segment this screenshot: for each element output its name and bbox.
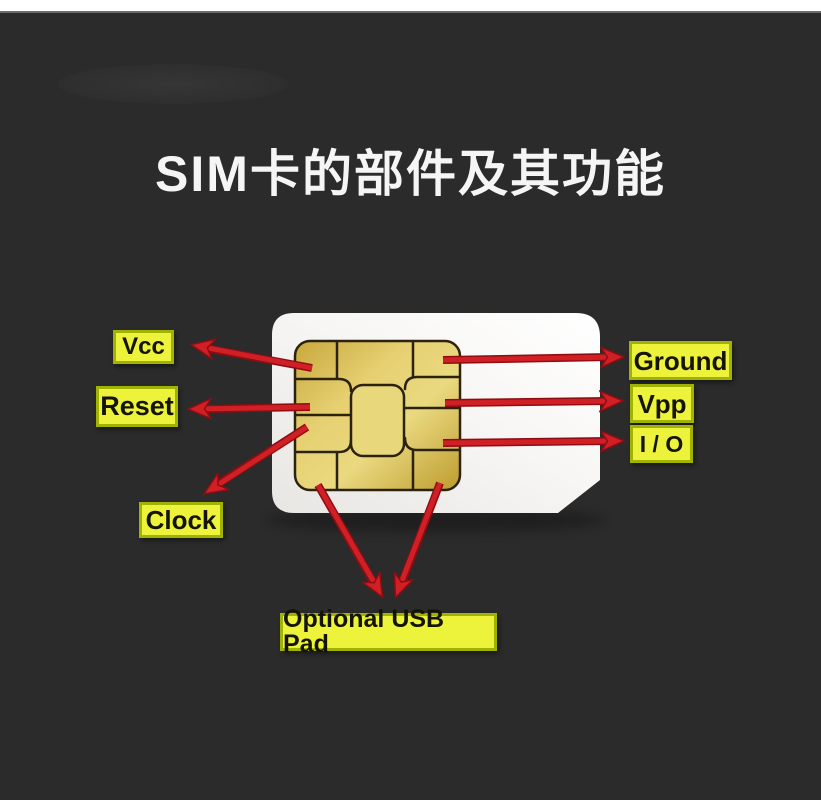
page-title: SIM卡的部件及其功能 [155, 146, 666, 202]
arrow-usb-left [314, 483, 379, 591]
label-clock: Clock [139, 502, 223, 538]
label-ground: Ground [629, 341, 732, 380]
card-shadow [266, 508, 606, 532]
arrow-clock [210, 423, 310, 490]
chip-divider-lines [294, 340, 461, 491]
label-io: I / O [630, 425, 693, 463]
top-strip [0, 0, 821, 13]
arrow-ground [442, 357, 617, 360]
arrow-vcc [198, 346, 313, 372]
chip-center-contact [349, 383, 406, 458]
arrow-reset [195, 407, 311, 409]
arrow-usb-right [398, 481, 444, 591]
label-usb: Optional USB Pad [280, 607, 497, 657]
label-reset: Reset [96, 386, 178, 427]
label-vcc: Vcc [113, 330, 174, 364]
arrow-io [442, 441, 617, 443]
label-vpp: Vpp [630, 384, 694, 423]
background-smudge [58, 64, 288, 104]
arrow-vpp [444, 401, 616, 403]
